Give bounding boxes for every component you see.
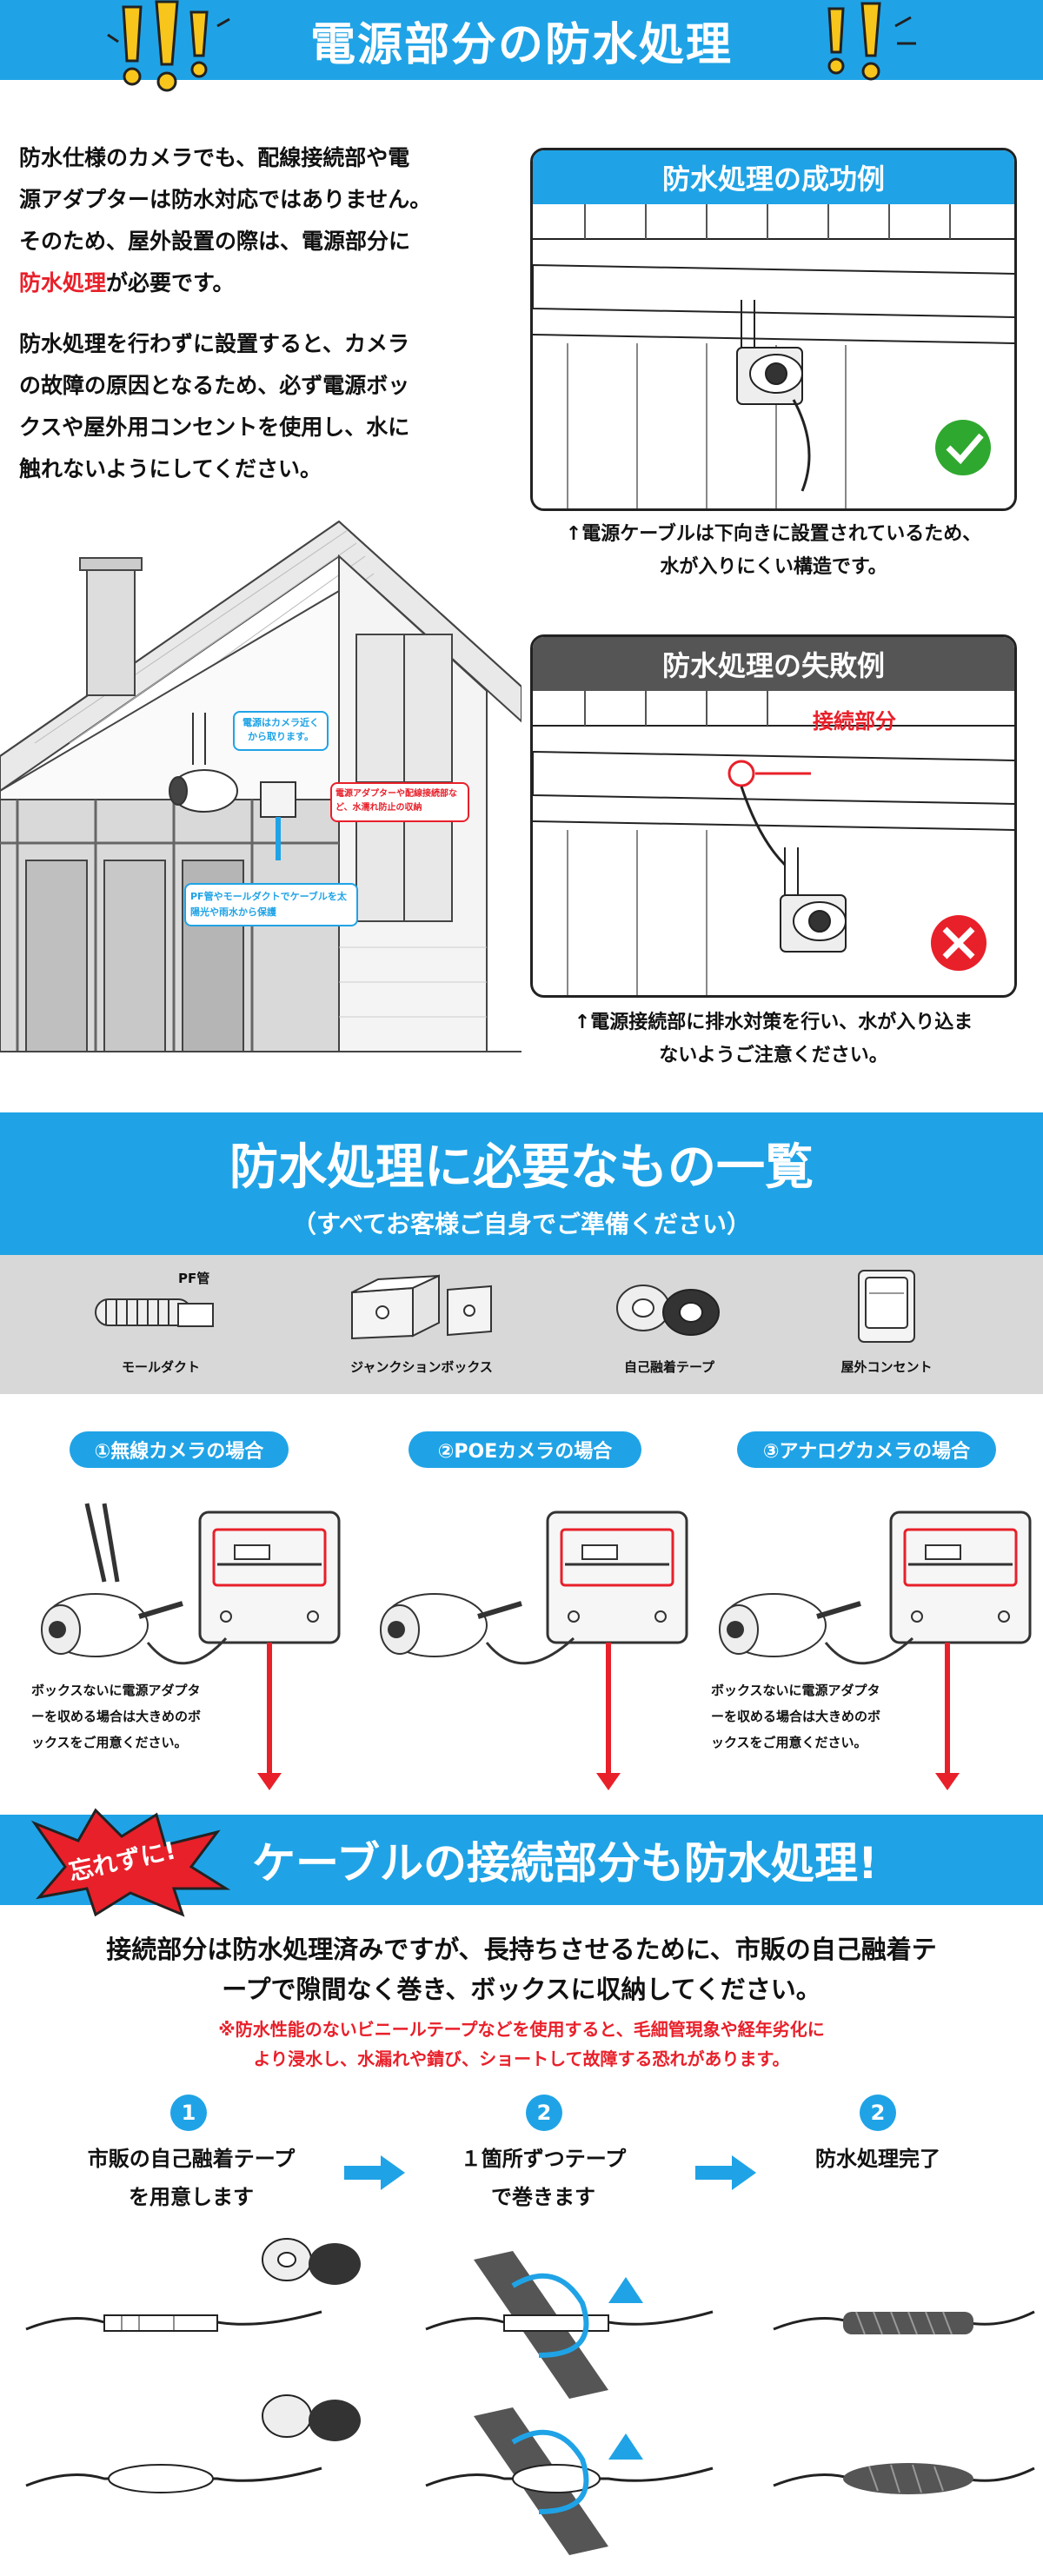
para-line: 防水処理を行わずに設置すると、カメラ — [19, 331, 410, 356]
step-label-prepare: 市販の自己融着テープ を用意します — [87, 2147, 296, 2209]
section3-warning: ※防水性能のないビニールテープなどを使用すると、毛細管現象や経年劣化に より浸水… — [218, 2019, 825, 2069]
intro-line: そのため、屋外設置の際は、電源部分に — [19, 229, 411, 254]
step-arrow-icon — [695, 2155, 756, 2190]
success-caption: ↑電源ケーブルは下向きに設置されているため、 水が入りにくい構造です。 — [565, 523, 982, 578]
item-label-junction: ジャンクションボックス — [350, 1359, 493, 1375]
item-label-outlet: 屋外コンセント — [840, 1359, 933, 1375]
section3-title: ケーブルの接続部分も防水処理! — [252, 1838, 878, 1889]
intro-red-text: 防水処理 — [19, 270, 107, 295]
item-label-duct: モールダクト — [121, 1359, 200, 1375]
junction-box-icon — [351, 1274, 492, 1340]
camera-note-wireless: ボックスないに電源アダプタ ーを収める場合は大きめのボ ックスをご用意ください。 — [31, 1683, 202, 1750]
duct-sub-label: PF管 — [178, 1271, 210, 1286]
camera-pill-analog: ③アナログカメラの場合 — [737, 1431, 996, 1468]
outlet-icon — [858, 1270, 915, 1343]
second-paragraph: 防水処理を行わずに設置すると、カメラ の故障の原因となるため、必ず電源ボッ クス… — [19, 323, 506, 490]
para-line: 触れないようにしてください。 — [19, 456, 322, 481]
tape-icon — [616, 1285, 720, 1336]
exclamation-right-icon — [827, 2, 916, 81]
camera-note-analog: ボックスないに電源アダプタ ーを収める場合は大きめのボ ックスをご用意ください。 — [711, 1683, 881, 1750]
step-number: 1 — [170, 2095, 207, 2131]
para-line: クスや屋外用コンセントを使用し、水に — [19, 415, 410, 440]
section3-body: 接続部分は防水処理済みですが、長持ちさせるために、市販の自己融着テ ープで隙間な… — [106, 1935, 937, 2004]
note-pf-pipe: PF管やモールダクトでケーブルを太陽光や雨水から保護 — [184, 883, 358, 926]
camera-diagrams — [0, 1503, 1032, 1790]
intro-line: 源アダプターは防水対応ではありません。 — [19, 187, 432, 212]
failure-illustration — [533, 691, 1014, 995]
success-panel: 防水処理の成功例 — [530, 148, 1017, 511]
duct-icon — [95, 1298, 214, 1327]
success-header: 防水処理の成功例 — [533, 150, 1014, 204]
step-number: 2 — [860, 2095, 896, 2131]
step-number: 2 — [526, 2095, 562, 2131]
section2-subtitle: （すべてお客様ご自身でご準備ください） — [291, 1210, 752, 1238]
success-illustration — [533, 204, 1014, 508]
failure-header: 防水処理の失敗例 — [533, 637, 1014, 691]
section2-title: 防水処理に必要なもの一覧 — [229, 1139, 814, 1196]
note-adapter: 電源アダプターや配線接続部など、水濡れ防止の収納 — [330, 782, 469, 822]
camera-pill-poe: ②POEカメラの場合 — [409, 1431, 641, 1468]
intro-line: 防水処理が必要です。 — [19, 270, 235, 295]
house-camera — [169, 713, 296, 860]
intro-line: 防水仕様のカメラでも、配線接続部や電 — [19, 145, 410, 170]
note-power-near: 電源はカメラ近くから取ります。 — [233, 711, 329, 751]
section2-band: 防水処理に必要なもの一覧 （すべてお客様ご自身でご準備ください） — [0, 1112, 1043, 1255]
tape-steps-illustration — [25, 2238, 1035, 2555]
section1-title: 電源部分の防水処理 — [309, 18, 733, 71]
failure-panel: 防水処理の失敗例 — [530, 634, 1017, 998]
step-label-done: 防水処理完了 — [815, 2147, 940, 2171]
camera-pill-wireless: ①無線カメラの場合 — [70, 1431, 289, 1468]
para-line: の故障の原因となるため、必ず電源ボッ — [19, 373, 410, 398]
badge-burst-icon — [30, 1808, 231, 1917]
failure-callout-label: 接続部分 — [813, 709, 896, 734]
house-illustration — [0, 520, 522, 1052]
exclamation-left-icon — [107, 0, 230, 92]
intro-paragraph: 防水仕様のカメラでも、配線接続部や電 源アダプターは防水対応ではありません。 そ… — [19, 137, 506, 304]
step-arrow-icon — [344, 2155, 405, 2190]
step-label-wrap: １箇所ずつテープ で巻きます — [460, 2147, 627, 2209]
item-label-tape: 自己融着テープ — [623, 1359, 715, 1375]
failure-caption: ↑電源接続部に排水対策を行い、水が入り込ま ないようご注意ください。 — [574, 1012, 973, 1066]
